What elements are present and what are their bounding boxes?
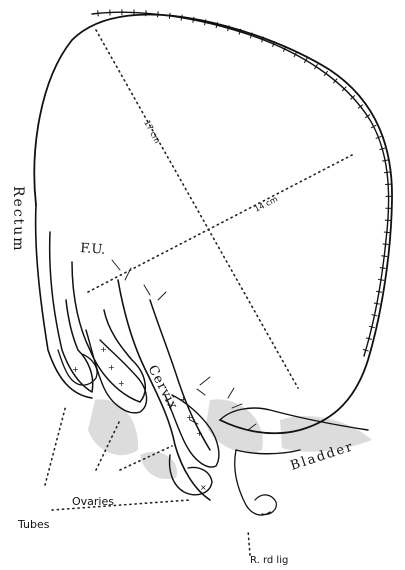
svg-text:+: + xyxy=(118,379,125,388)
tumor-outline xyxy=(34,15,392,434)
measure-line-short xyxy=(88,155,352,292)
label-rectum: Rectum xyxy=(10,186,26,253)
round-ligament xyxy=(235,450,270,515)
svg-text:+: + xyxy=(108,363,115,372)
tumor-wall-inner xyxy=(92,12,389,356)
label-fu: F.U. xyxy=(80,241,106,258)
ligament-stub xyxy=(255,495,276,514)
serration-tick xyxy=(378,279,384,280)
svg-text:×: × xyxy=(200,483,207,492)
label-tubes: Tubes xyxy=(17,518,50,531)
serration-tick xyxy=(169,13,170,19)
svg-text:+: + xyxy=(186,413,193,422)
serration-tick xyxy=(98,10,99,16)
serration-tick xyxy=(376,291,382,292)
wall-serrations xyxy=(98,9,392,351)
serration-tick xyxy=(181,15,182,21)
measure-line-long xyxy=(96,30,298,388)
serration-tick xyxy=(369,326,375,327)
serration-tick xyxy=(384,232,390,233)
serration-tick xyxy=(372,315,378,316)
serration-tick xyxy=(383,244,389,245)
label-measure-short: 14 cm xyxy=(253,194,279,213)
serration-tick xyxy=(374,303,380,304)
serration-tick xyxy=(384,172,390,173)
label-ovaries: Ovaries xyxy=(72,495,114,508)
serration-tick xyxy=(380,268,386,269)
svg-text:+: + xyxy=(72,365,79,374)
left-outer-curve xyxy=(36,205,92,398)
svg-text:+: + xyxy=(100,345,107,354)
label-measure-long: 17 cm xyxy=(142,119,162,145)
svg-text:+: + xyxy=(196,429,203,438)
label-r-rd-lig: R. rd lig xyxy=(250,555,288,566)
fu-lobe xyxy=(72,262,145,402)
serration-tick xyxy=(381,256,387,257)
serration-tick xyxy=(158,11,159,17)
svg-text:+: + xyxy=(180,395,187,404)
serration-tick xyxy=(382,160,388,161)
shading xyxy=(88,399,372,479)
